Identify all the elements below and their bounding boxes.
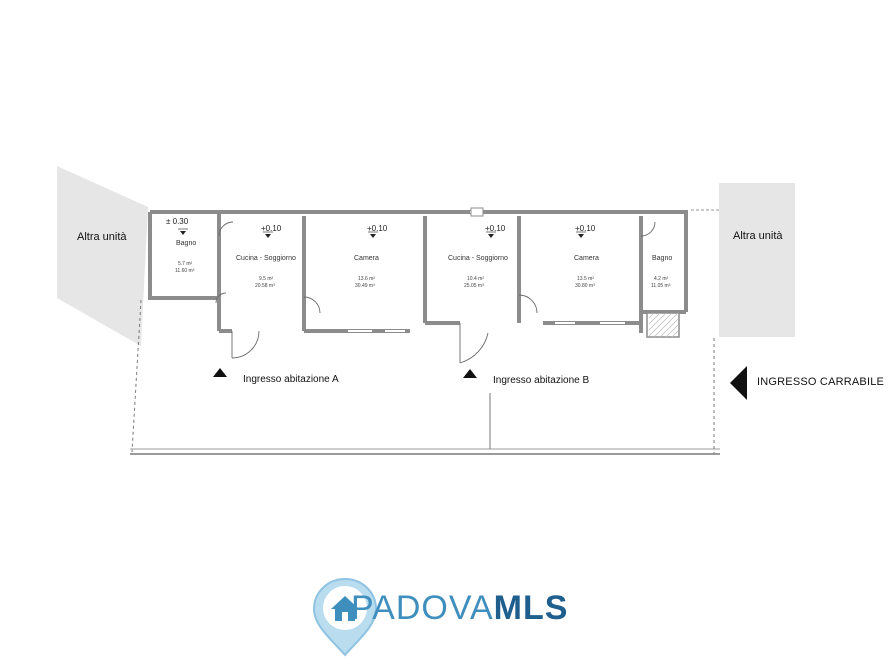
left-neighbour-area bbox=[57, 166, 148, 346]
left-neighbour-label: Altra unità bbox=[77, 231, 127, 243]
building-walls bbox=[148, 210, 688, 333]
logo-part-1: PADOVA bbox=[351, 589, 494, 627]
door-arcs bbox=[215, 221, 656, 364]
hatch-lines bbox=[648, 312, 679, 338]
room-area: 5.7 m² bbox=[178, 261, 193, 267]
room-level: +0.10 bbox=[575, 224, 596, 233]
room-volume: 25.05 m³ bbox=[464, 283, 484, 289]
window-marks bbox=[348, 211, 625, 332]
room-level: +0.10 bbox=[485, 224, 506, 233]
level-markers bbox=[178, 228, 586, 238]
room-name: Bagno bbox=[176, 240, 197, 247]
carrabile-arrow bbox=[730, 366, 747, 400]
entrance-a-label: Ingresso abitazione A bbox=[243, 374, 339, 385]
room-volume: 30.80 m³ bbox=[575, 283, 595, 289]
room-level: +0.10 bbox=[367, 224, 388, 233]
room-area: 4.2 m² bbox=[654, 276, 669, 282]
room-name: Camera bbox=[354, 255, 379, 262]
courtyard-outline bbox=[130, 209, 720, 455]
right-neighbour-area bbox=[719, 183, 795, 337]
room-area: 9.5 m² bbox=[259, 276, 274, 282]
entrance-b-arrow bbox=[463, 369, 477, 378]
small-shaft bbox=[470, 207, 484, 217]
room-area: 10.4 m² bbox=[467, 276, 484, 282]
home-pin-icon bbox=[312, 577, 378, 657]
room-volume: 11.60 m³ bbox=[175, 268, 195, 274]
carrabile-label: INGRESSO CARRABILE bbox=[757, 376, 885, 388]
room-volume: 11.05 m³ bbox=[651, 283, 671, 289]
padova-mls-logo: PADOVAMLS bbox=[351, 589, 568, 628]
room-level: +0.10 bbox=[261, 224, 282, 233]
room-name: Camera bbox=[574, 255, 599, 262]
room-name: Cucina - Soggiorno bbox=[448, 255, 508, 262]
room-area: 13.5 m² bbox=[577, 276, 594, 282]
room-name: Bagno bbox=[652, 255, 673, 262]
right-neighbour-label: Altra unità bbox=[733, 230, 783, 242]
logo-part-2: MLS bbox=[493, 589, 569, 627]
room-level: ± 0.30 bbox=[166, 217, 189, 226]
room-volume: 30.49 m³ bbox=[355, 283, 375, 289]
room-volume: 20.58 m³ bbox=[255, 283, 275, 289]
room-name: Cucina - Soggiorno bbox=[236, 255, 296, 262]
entrance-b-label: Ingresso abitazione B bbox=[493, 375, 590, 386]
entrance-a-arrow bbox=[213, 368, 227, 377]
room-area: 13.6 m² bbox=[358, 276, 375, 282]
